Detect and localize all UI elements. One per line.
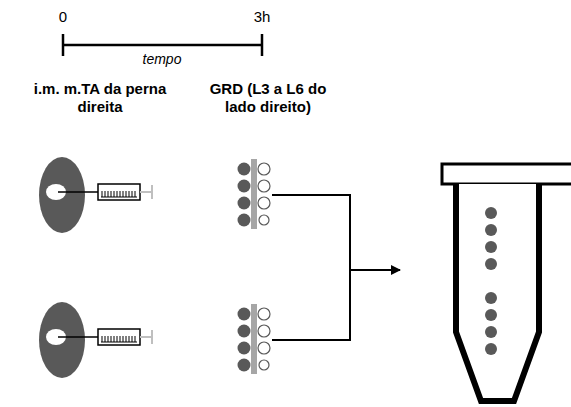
drg-symbol: [238, 159, 271, 229]
time-start: 0: [43, 8, 83, 26]
axis-label: tempo: [122, 50, 202, 68]
muscle-injection: [39, 157, 152, 233]
time-end: 3h: [242, 8, 282, 26]
pooling-line: [272, 195, 350, 340]
pooling-arrow: [350, 269, 400, 271]
drg-label: GRD (L3 a L6 do lado direito): [193, 80, 343, 116]
tube: [442, 164, 571, 401]
drg-symbol: [238, 304, 271, 374]
injection-label: i.m. m.TA da perna direita: [30, 80, 170, 116]
muscle-injection: [39, 302, 152, 378]
